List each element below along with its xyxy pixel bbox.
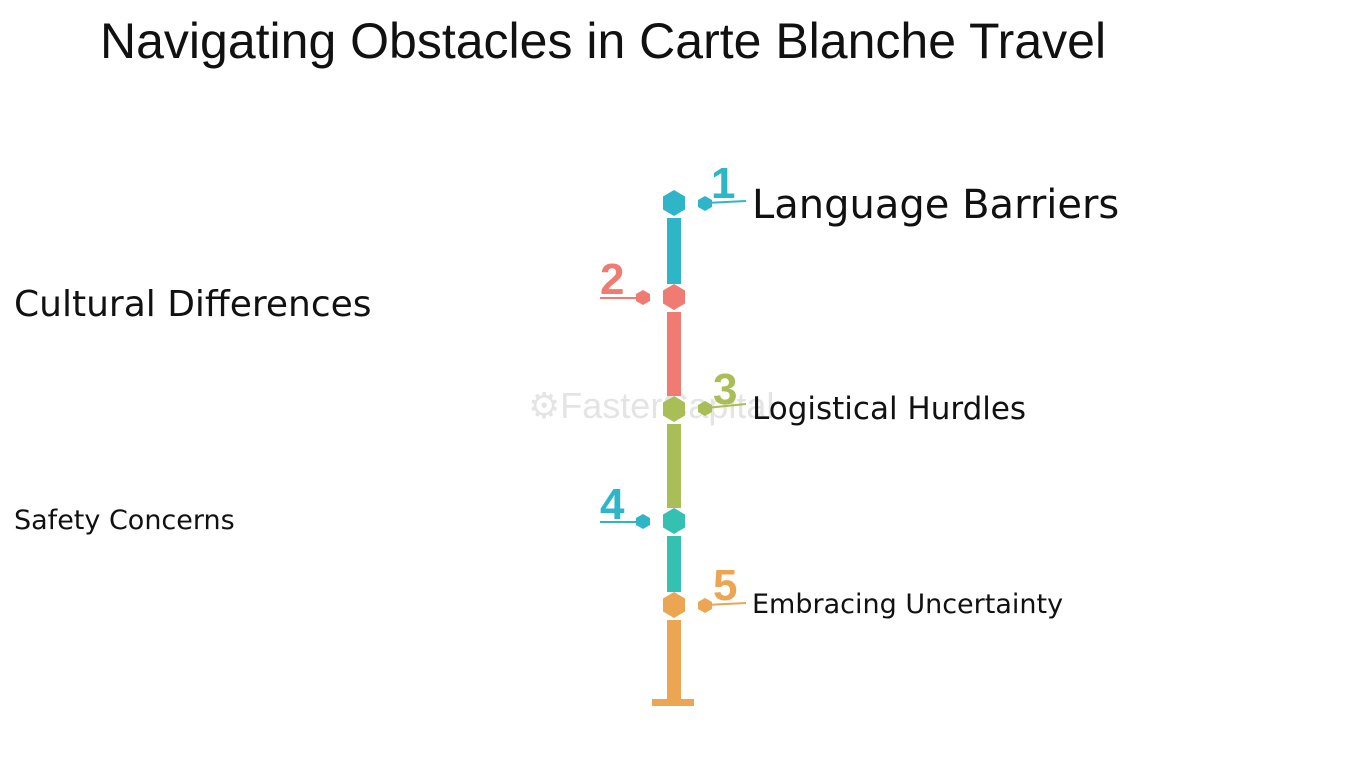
step-label-language-barriers: Language Barriers: [752, 182, 1120, 228]
timeline-node-4: [663, 508, 685, 534]
timeline-segment-5: [667, 620, 681, 700]
step-number-3: 3: [713, 365, 737, 414]
timeline-node-1: [663, 190, 685, 216]
step-label-logistical-hurdles: Logistical Hurdles: [752, 391, 1027, 427]
timeline-segment-1: [667, 218, 681, 284]
step-label-embracing-uncertainty: Embracing Uncertainty: [752, 589, 1064, 620]
timeline-base: [652, 699, 694, 706]
connector-5: [705, 602, 747, 606]
timeline-node-3: [663, 396, 685, 422]
timeline-segment-3: [667, 424, 681, 508]
step-number-5: 5: [713, 561, 737, 610]
step-label-safety-concerns: Safety Concerns: [14, 505, 235, 536]
step-label-cultural-differences: Cultural Differences: [14, 284, 372, 325]
connector-3: [705, 403, 747, 409]
timeline-segment-4: [667, 536, 681, 592]
step-number-2: 2: [600, 255, 624, 304]
connector-dot-5: [698, 598, 712, 613]
step-number-1: 1: [711, 159, 735, 208]
timeline-segment-2: [667, 312, 681, 396]
timeline-node-5: [663, 592, 685, 618]
connector-dot-4: [636, 514, 650, 529]
connector-dot-2: [636, 290, 650, 305]
connector-dot-3: [698, 401, 712, 416]
connector-dot-1: [698, 196, 712, 211]
timeline-node-2: [663, 284, 685, 310]
gear-icon: ⚙: [528, 385, 561, 426]
step-number-4: 4: [600, 480, 625, 529]
diagram-title: Navigating Obstacles in Carte Blanche Tr…: [100, 13, 1107, 69]
connector-1: [705, 200, 747, 204]
